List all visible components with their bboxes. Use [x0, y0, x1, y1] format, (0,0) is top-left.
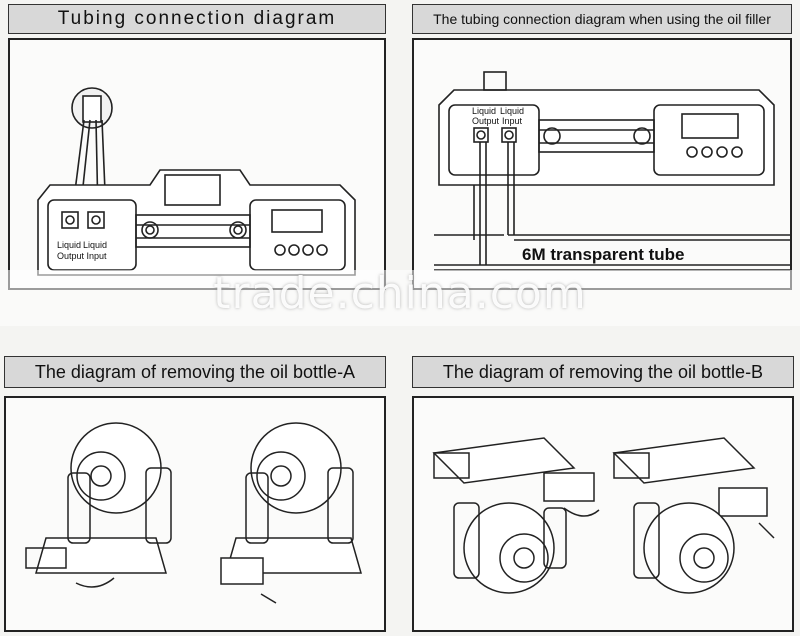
panel-removing-bottle-a	[4, 396, 386, 632]
liquid-label-filler-right: Liquid	[500, 106, 524, 116]
removing-bottle-a-illustration	[25, 422, 362, 604]
panel-title-tubing-text: Tubing connection diagram	[57, 8, 337, 29]
liquid-label-right: Liquid	[83, 240, 107, 250]
panel-title-removing-b-text: The diagram of removing the oil bottle-B	[442, 361, 764, 382]
tubing-diagram-illustration: Liquid Liquid Output Input	[37, 87, 356, 276]
input-label: Input	[502, 116, 523, 126]
panel-title-removing-a: The diagram of removing the oil bottle-A	[4, 356, 386, 388]
panel-title-tubing: Tubing connection diagram	[8, 4, 386, 34]
removing-bottle-b-illustration	[432, 437, 775, 594]
liquid-label-filler-left: Liquid	[472, 106, 496, 116]
panel-title-removing-b: The diagram of removing the oil bottle-B	[412, 356, 794, 388]
transparent-tube-label: 6M transparent tube	[522, 245, 684, 264]
output-label: Output	[472, 116, 500, 126]
liquid-label-left: Liquid	[57, 240, 81, 250]
panel-removing-bottle-b	[412, 396, 794, 632]
panel-title-oil-filler-text: The tubing connection diagram when using…	[433, 11, 771, 27]
panel-title-removing-a-text: The diagram of removing the oil bottle-A	[34, 361, 356, 382]
output-input-label: Output Input	[57, 251, 107, 261]
panel-tubing-diagram: Liquid Liquid Output Input	[8, 38, 386, 290]
panel-title-oil-filler: The tubing connection diagram when using…	[412, 4, 792, 34]
watermark-band	[0, 270, 800, 326]
oil-filler-diagram-illustration: Liquid Liquid Output Input 6M transparen…	[434, 71, 790, 271]
panel-oil-filler-diagram: Liquid Liquid Output Input 6M transparen…	[412, 38, 792, 290]
